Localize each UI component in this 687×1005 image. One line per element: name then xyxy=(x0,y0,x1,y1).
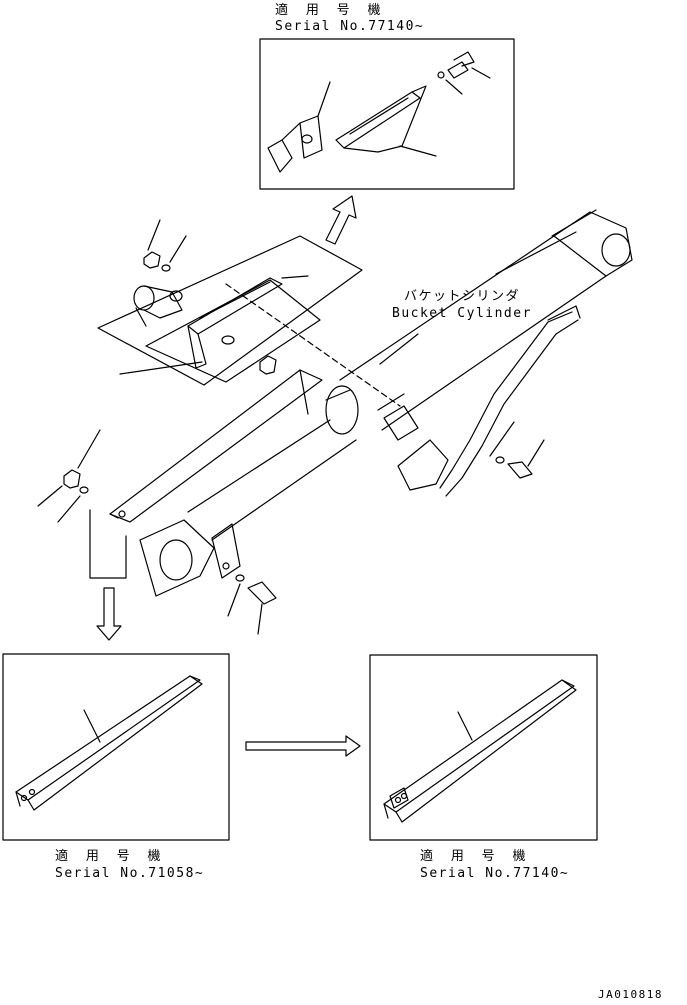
bucket-cylinder xyxy=(139,209,633,597)
left-nut-washer xyxy=(37,469,89,523)
bottom-left-inset-frame xyxy=(2,653,230,841)
top-inset-frame xyxy=(259,38,515,190)
top-inset-serial-label: Serial No.77140~ xyxy=(275,19,425,34)
bottom-left-angle-cover xyxy=(15,675,203,811)
cylinder-leader xyxy=(495,231,577,275)
drawing-code: JA010818 xyxy=(598,988,663,1001)
right-bolt-washer xyxy=(489,421,545,479)
arrow-to-bottom-right-inset xyxy=(245,735,361,757)
bottom-right-applicable-label: 適 用 号 機 xyxy=(420,849,531,864)
mid-nut xyxy=(259,355,277,375)
arrow-to-bottom-left-inset xyxy=(96,587,122,641)
bottom-right-angle-cover xyxy=(383,679,577,823)
bottom-right-inset-frame xyxy=(369,654,598,841)
arrow-to-top-inset xyxy=(325,195,357,245)
bottom-left-serial-label: Serial No.71058~ xyxy=(55,866,205,881)
cylinder-leader-2 xyxy=(379,333,419,365)
mid-nut-washer xyxy=(143,219,187,272)
switch-assembly xyxy=(133,285,183,327)
bottom-bolt-washer xyxy=(227,574,277,635)
bottom-right-serial-label: Serial No.77140~ xyxy=(420,866,570,881)
cylinder-cover xyxy=(77,369,323,579)
cylinder-name-en: Bucket Cylinder xyxy=(392,306,532,321)
bottom-left-applicable-label: 適 用 号 機 xyxy=(55,849,166,864)
top-inset-bracket xyxy=(267,81,331,173)
mid-bracket-plate xyxy=(187,275,309,369)
cylinder-name-jp: バケットシリンダ xyxy=(404,289,521,304)
top-inset-bolt xyxy=(437,51,491,95)
exploded-panel xyxy=(97,235,363,386)
cover-callout-frame xyxy=(89,509,127,579)
top-inset-applicable-label: 適 用 号 機 xyxy=(275,3,386,18)
top-inset-plate xyxy=(335,85,437,157)
